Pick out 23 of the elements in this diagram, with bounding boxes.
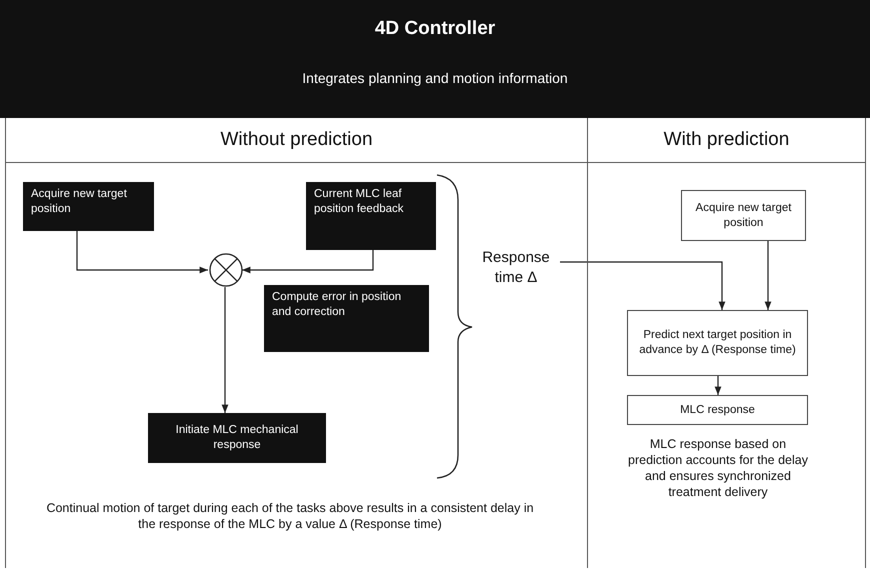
arrow [76,231,208,274]
column-panel [5,118,588,568]
process-box: Compute error in position and correction [264,285,429,352]
arrow [222,287,228,413]
response-time-label: Response time Δ [471,248,561,298]
arrow [560,261,726,310]
note-text: MLC response based on prediction accounts for the delay and ensures synchronized treatment delivery [627,436,809,500]
process-box: MLC response [627,395,808,425]
process-box: Initiate MLC mechanical response [148,413,326,463]
arrow [764,241,772,310]
note-text: Continual motion of target during each of the tasks above results in a consistent delay in the response of the MLC by a value Δ (Response time) [45,500,535,532]
column-heading: With prediction [588,118,865,163]
process-box: Acquire new target position [23,182,154,231]
process-box: Current MLC leaf position feedback [306,182,436,250]
arrow [242,250,374,274]
column-panel [588,118,866,568]
process-box: Acquire new target position [681,190,806,241]
title: 4D Controller [374,18,496,40]
subtitle: Integrates planning and motion information [301,70,569,86]
column-heading: Without prediction [6,118,587,163]
arrow [714,376,722,395]
header-band [0,0,870,118]
process-box: Predict next target position in advance by Δ (Response time) [627,310,808,376]
